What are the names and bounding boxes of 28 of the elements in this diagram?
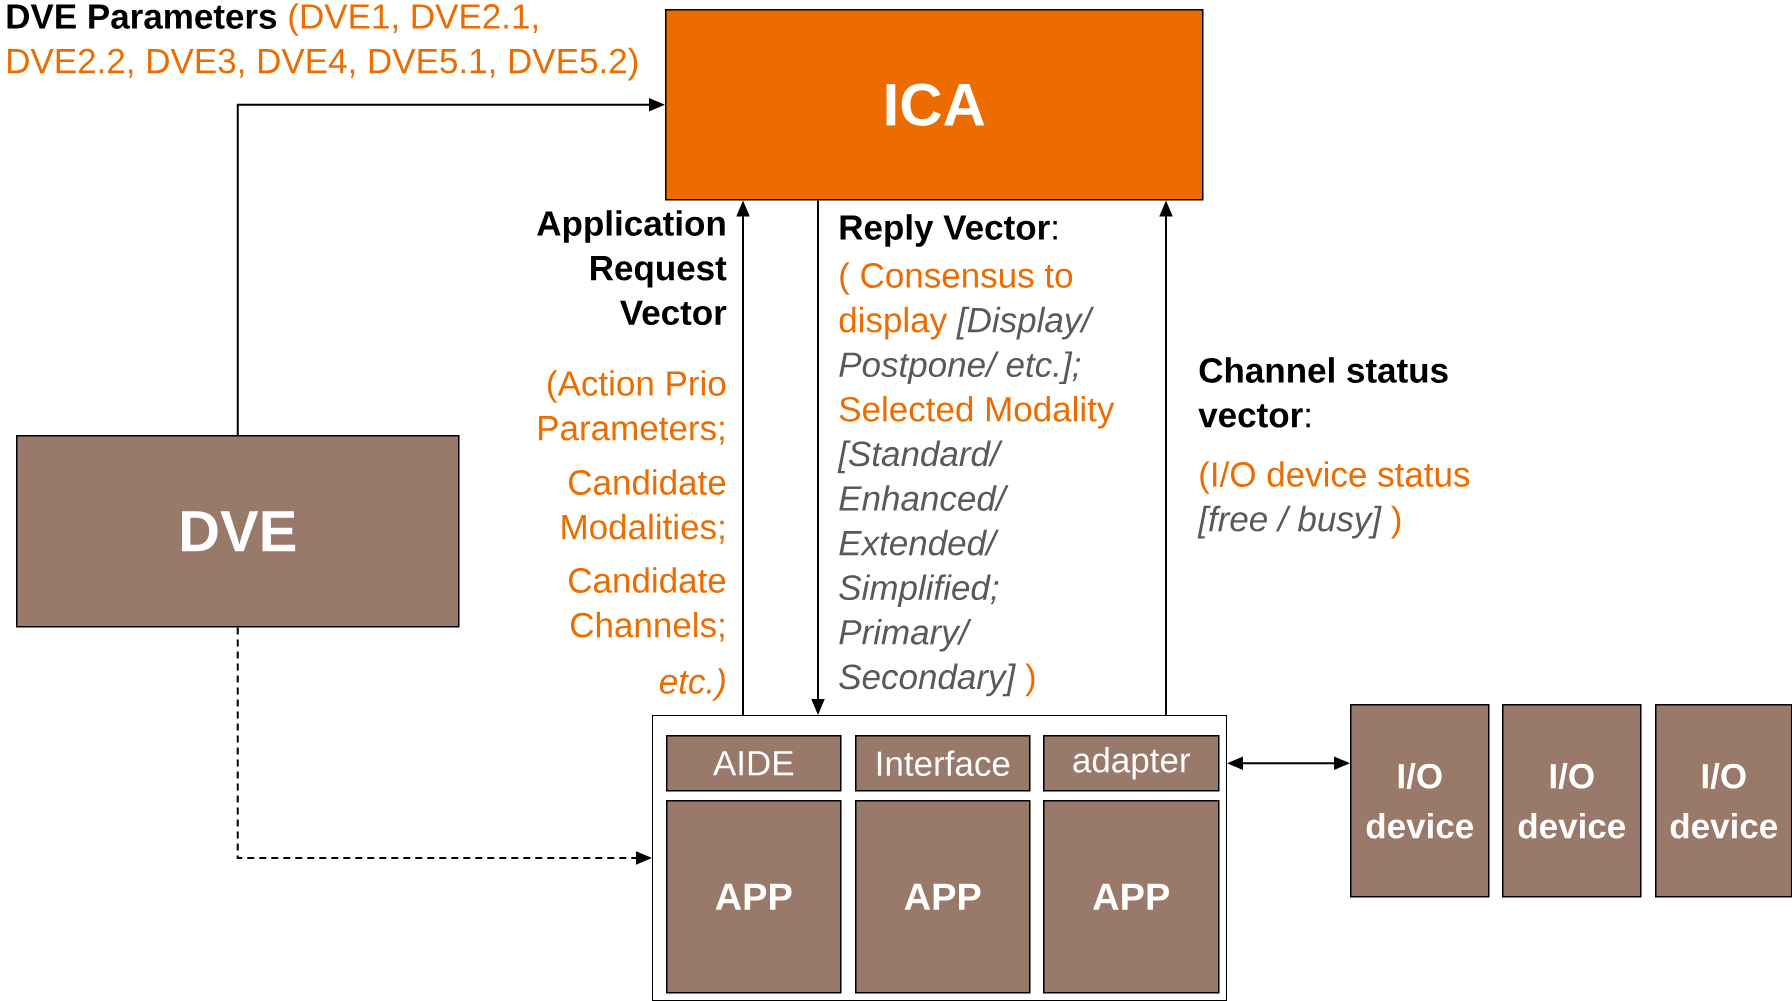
label: [Standard/ Enhanced/ Extended/ Simplified; Primary/ Secondary]	[837, 440, 1016, 697]
adapter-box: adapter	[1043, 735, 1220, 792]
adapter-box: Interface	[855, 735, 1031, 792]
label: ( Consensus to	[840, 262, 1073, 295]
label-text: etc.)	[659, 668, 725, 701]
app-box: APP	[666, 800, 842, 994]
label-text: ( Consensus to display [Display/ Postpone/ etc.]; Selected Modality [Standard/ Enhanced/ Extended/ Simplified; Primary/ Secondary] )	[837, 262, 1115, 697]
io-device-box: I/O device	[1655, 704, 1792, 898]
adapter-box: AIDE	[666, 735, 842, 792]
dve-box: DVE	[16, 435, 460, 628]
label: display	[839, 306, 948, 340]
label: Postpone/ etc.];	[839, 351, 1081, 385]
label-text: (I/O device status [free / busy] )	[1197, 461, 1470, 539]
label-text: Application Request Vector	[537, 210, 727, 326]
io-device-box: I/O device	[1502, 704, 1642, 898]
label-text: Candidate Modalities;	[562, 469, 726, 544]
app-box: APP	[1043, 800, 1220, 994]
label-text: (Action Prio Parameters;	[539, 370, 726, 445]
label-text: Candidate Channels;	[569, 567, 726, 642]
label: [Display/	[956, 306, 1095, 340]
label: Selected Modality	[839, 395, 1115, 429]
label-text: Reply Vector:	[840, 214, 1057, 247]
label-text: DVE Parameters (DVE1, DVE2.1, DVE2.2, DVE3, DVE4, DVE5.1, DVE5.2)	[7, 3, 638, 81]
app-box: APP	[855, 800, 1031, 994]
ica-box: ICA	[665, 9, 1204, 201]
label-text: Channel status vector:	[1198, 357, 1448, 428]
io-device-box: I/O device	[1350, 704, 1490, 898]
label: )	[1025, 663, 1035, 697]
